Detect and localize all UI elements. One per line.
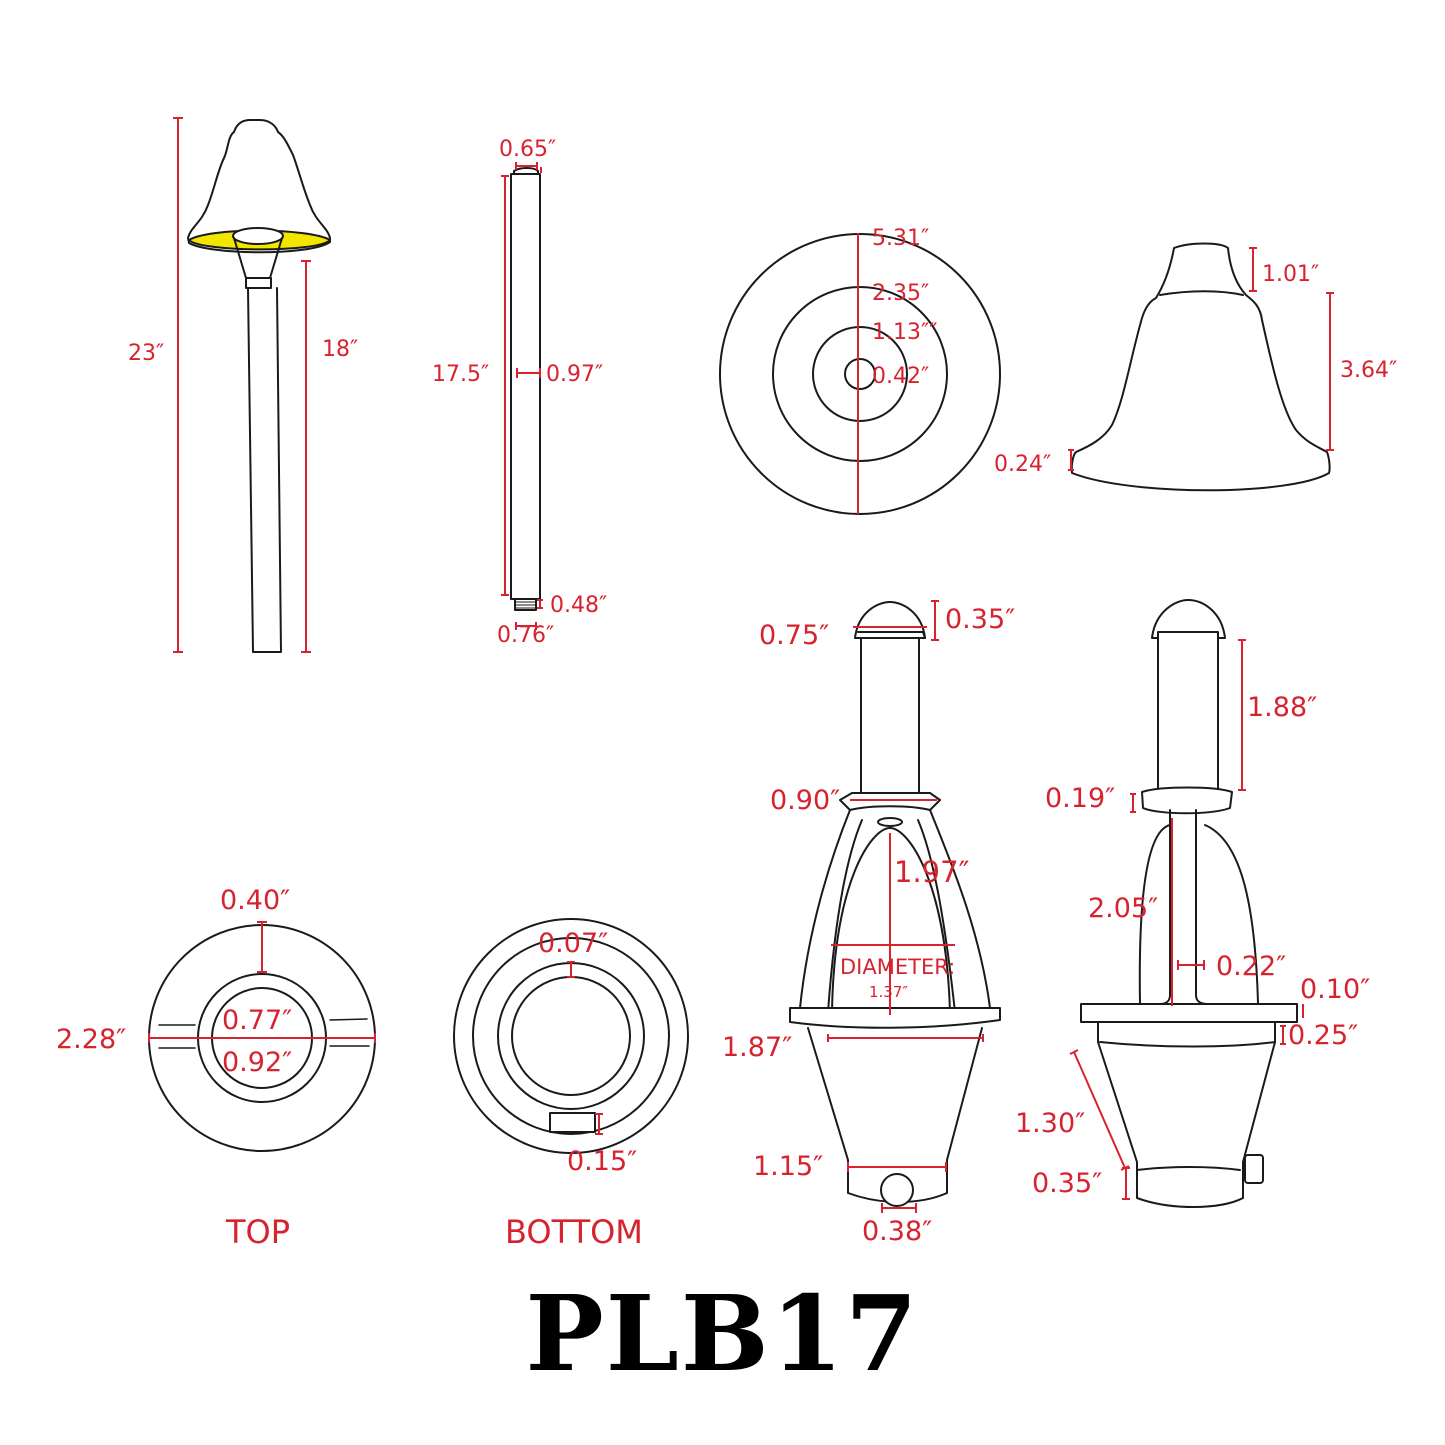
dim-shade-lip-height: 0.24″ [994,452,1052,477]
dim-plate-thickness: 0.10″ [1300,974,1371,1005]
dim-top-rim-width: 0.40″ [220,885,291,916]
dim-shade-ring-3: 1.13″″ [872,320,938,345]
dim-rod-length: 17.5″ [432,362,490,387]
dim-rod-top-fitting: 0.65″ [499,137,557,162]
dimension-lines [148,117,1334,1213]
dim-top-inner-diameter: 0.77″ [222,1005,293,1036]
dim-tube-height: 1.88″ [1247,692,1318,723]
dim-collar-width: 0.90″ [770,785,841,816]
shade-top-drawing [719,233,1001,515]
dim-cage-height: 1.97″ [894,855,970,889]
dim-rod-diameter: 0.97″ [546,362,604,387]
dim-support-width: 0.22″ [1216,951,1287,982]
dim-collar-height: 0.19″ [1045,783,1116,814]
dim-base-height: 0.35″ [1032,1168,1103,1199]
dim-plate-width: 1.87″ [722,1032,793,1063]
dim-set-screw: 0.38″ [862,1216,933,1247]
stem-rod-drawing [510,167,541,611]
dim-support-height: 2.05″ [1088,893,1159,924]
dim-cap-width: 0.75″ [759,620,830,651]
dim-shade-outer: 5.31″ [872,226,930,251]
dim-neck-height: 0.25″ [1288,1020,1359,1051]
housing-side-drawing [1080,599,1298,1208]
product-title: PLB17 [525,1272,920,1395]
dim-rod-thread-width: 0.76″ [497,623,555,648]
dim-shade-center-hole: 0.42″ [872,364,930,389]
dim-cage-diameter-label: DIAMETER: [840,955,956,979]
housing-front-drawing [789,601,1001,1207]
label-bottom-view: BOTTOM [505,1213,643,1251]
full-fixture-drawing [187,119,331,653]
dim-cone-length: 1.30″ [1015,1108,1086,1139]
dim-top-overall-diameter: 2.28″ [56,1024,127,1055]
dim-shade-ring-2: 2.35″ [872,281,930,306]
dim-rod-thread-height: 0.48″ [550,593,608,618]
shade-side-drawing [1070,242,1331,492]
dim-shade-body-height: 3.64″ [1340,358,1398,383]
dim-shade-top-height: 1.01″ [1262,262,1320,287]
dim-bottom-ring-gap: 0.07″ [538,928,609,959]
dim-stem-height: 18″ [322,337,359,362]
label-top-view: TOP [226,1213,291,1251]
dim-bottom-screw-height: 0.15″ [567,1146,638,1177]
dim-top-ring-diameter: 0.92″ [222,1047,293,1078]
dim-base-width: 1.15″ [753,1151,824,1182]
dim-cage-diameter: 1.37″ [869,983,909,1001]
dim-overall-height: 23″ [128,341,165,366]
dim-cap-height: 0.35″ [945,604,1016,635]
